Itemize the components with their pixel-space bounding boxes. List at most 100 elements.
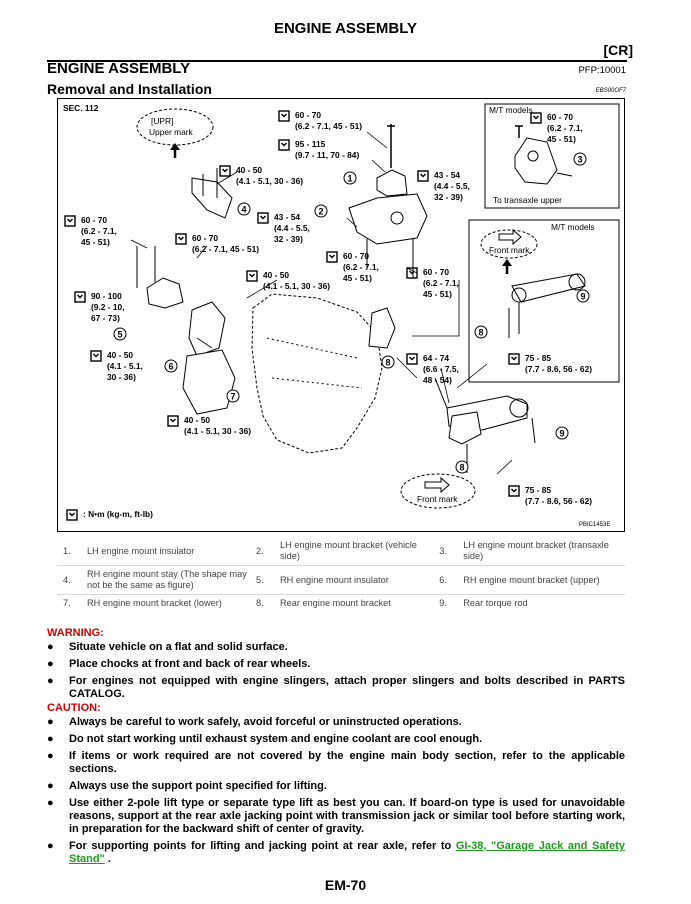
table-row: 7. RH engine mount bracket (lower) 8. Re…: [57, 595, 625, 613]
front-mark-label-2: Front mark: [417, 494, 458, 504]
figure-code: PBIC1453E: [579, 522, 610, 528]
list-item: ● Place chocks at front and back of rear …: [47, 658, 625, 671]
doc-code: EBS00OF7: [595, 88, 626, 94]
torque-t9-imp2: 45 - 51): [423, 289, 452, 299]
torque-t5-imp2: 32 - 39): [274, 234, 303, 244]
warning-text: Place chocks at front and back of rear w…: [69, 658, 311, 670]
callout-7: 7: [230, 392, 235, 402]
bullet-icon: ●: [47, 797, 54, 809]
torque-t10-imp: (4.1 - 5.1, 30 - 36): [263, 281, 330, 291]
mt-models-label-2: M/T models: [551, 222, 595, 232]
engine-block-outline: [251, 293, 383, 454]
callout-4: 4: [241, 205, 246, 215]
torque-t9-imp: (6.2 - 7.1,: [423, 278, 459, 288]
torque-t2-nm: 95 - 115: [295, 139, 326, 149]
garage-jack-link[interactable]: GI-38, "Garage Jack and Safety Stand": [69, 840, 625, 865]
torque-t11-nm: 90 - 100: [91, 291, 122, 301]
bullet-icon: ●: [47, 780, 54, 792]
bullet-icon: ●: [47, 716, 54, 728]
part-num: 4.: [63, 574, 71, 585]
part-num: 1.: [63, 545, 71, 556]
mt-models-label-1: M/T models: [489, 105, 533, 115]
caution-text: .: [104, 853, 111, 865]
torque-t13-imp: (4.1 - 5.1, 30 - 36): [184, 426, 251, 436]
engine-mount-diagram: SEC. 112 [UPR] Upper mark M/T models To …: [57, 98, 625, 532]
torque-t4-imp: (4.4 - 5.5,: [434, 181, 470, 191]
caution-text: Always use the support point specified f…: [69, 780, 327, 792]
torque-t6-nm: 60 - 70: [81, 215, 107, 225]
list-item: ● Always use the support point specified …: [47, 780, 625, 793]
torque-specs: 60 - 70 (6.2 - 7.1, 45 - 51) 95 - 115 (9…: [64, 110, 592, 506]
torque-t12-nm: 40 - 50: [107, 350, 133, 360]
callout-8a: 8: [385, 358, 390, 368]
torque-t11-imp2: 67 - 73): [91, 313, 120, 323]
upper-mark-callout: [UPR] Upper mark: [136, 108, 214, 158]
parts-legend-table: 1. LH engine mount insulator 2. LH engin…: [57, 537, 625, 612]
torque-t1-imp: (6.2 - 7.1, 45 - 51): [295, 121, 362, 131]
bullet-icon: ●: [47, 733, 54, 745]
callout-8b: 8: [478, 328, 483, 338]
table-row: 1. LH engine mount insulator 2. LH engin…: [57, 537, 625, 566]
upr-label: [UPR]: [151, 116, 173, 126]
torque-t14-imp: (6.6 - 7.5,: [423, 364, 459, 374]
torque-t5-nm: 43 - 54: [274, 212, 300, 222]
torque-t6-imp: (6.2 - 7.1,: [81, 226, 117, 236]
torque-t10-nm: 40 - 50: [263, 270, 289, 280]
torque-t17-imp2: 45 - 51): [547, 134, 576, 144]
torque-t4-imp2: 32 - 39): [434, 192, 463, 202]
bullet-icon: ●: [47, 658, 54, 670]
torque-t16-nm: 75 - 85: [525, 485, 551, 495]
caution-text: Always be careful to work safely, avoid …: [69, 716, 462, 728]
bullet-icon: ●: [47, 750, 54, 762]
caution-text: For supporting points for lifting and ja…: [69, 840, 456, 852]
part-label: LH engine mount bracket (transaxle side): [463, 540, 609, 561]
caution-text: Do not start working until exhaust syste…: [69, 733, 483, 745]
torque-t6-imp2: 45 - 51): [81, 237, 110, 247]
callout-6: 6: [168, 362, 173, 372]
torque-t12-imp2: 30 - 36): [107, 372, 136, 382]
callout-9b: 9: [559, 429, 564, 439]
caution-text: If items or work required are not covere…: [69, 750, 625, 775]
part-num: 5.: [256, 574, 264, 585]
bullet-icon: ●: [47, 641, 54, 653]
list-item: ● Use either 2-pole lift type or separate…: [47, 797, 625, 836]
part-num: 2.: [256, 545, 264, 556]
warning-text: For engines not equipped with engine sli…: [69, 675, 625, 700]
callout-1: 1: [347, 174, 352, 184]
part-num: 6.: [439, 574, 447, 585]
list-item: ● Always be careful to work safely, avoid…: [47, 716, 625, 729]
part-callouts: 1 2 3 4 5 6 7 8 8 8 9 9: [113, 152, 590, 474]
torque-t3-imp: (4.1 - 5.1, 30 - 36): [236, 176, 303, 186]
rh-mount-group: [136, 168, 236, 415]
caution-label: CAUTION:: [47, 702, 101, 714]
callout-3: 3: [577, 155, 582, 165]
torque-t12-imp: (4.1 - 5.1,: [107, 361, 143, 371]
part-num: 8.: [256, 598, 264, 608]
torque-t16-imp: (7.7 - 8.6, 56 - 62): [525, 496, 592, 506]
sub-title: Removal and Installation: [47, 81, 212, 97]
part-label: RH engine mount insulator: [280, 574, 389, 585]
caution-text: Use either 2-pole lift type or separate …: [69, 797, 625, 835]
torque-t14-nm: 64 - 74: [423, 353, 449, 363]
sec-label: SEC. 112: [63, 103, 99, 113]
lh-mount-group: [348, 124, 428, 349]
torque-t11-imp: (9.2 - 10,: [91, 302, 125, 312]
part-label: RH engine mount stay (The shape may not …: [87, 569, 247, 590]
torque-t9-nm: 60 - 70: [423, 267, 449, 277]
warning-list: ●Situate vehicle on a flat and solid sur…: [47, 641, 625, 705]
torque-t4-nm: 43 - 54: [434, 170, 460, 180]
part-label: LH engine mount bracket (vehicle side): [280, 540, 417, 561]
torque-t8-imp2: 45 - 51): [343, 273, 372, 283]
mt-models-box-lower: M/T models Front mark: [468, 219, 620, 383]
front-mark-label-1: Front mark: [489, 245, 530, 255]
torque-t13-nm: 40 - 50: [184, 415, 210, 425]
front-mark-callout: Front mark: [400, 473, 476, 509]
part-label: LH engine mount insulator: [87, 545, 195, 556]
upper-mark-label: Upper mark: [149, 127, 194, 137]
torque-t17-imp: (6.2 - 7.1,: [547, 123, 583, 133]
torque-t15-nm: 75 - 85: [525, 353, 551, 363]
part-num: 9.: [439, 598, 447, 608]
torque-t2-imp: (9.7 - 11, 70 - 84): [295, 150, 359, 160]
torque-t17-nm: 60 - 70: [547, 112, 573, 122]
list-item: ● Do not start working until exhaust syst…: [47, 733, 625, 746]
